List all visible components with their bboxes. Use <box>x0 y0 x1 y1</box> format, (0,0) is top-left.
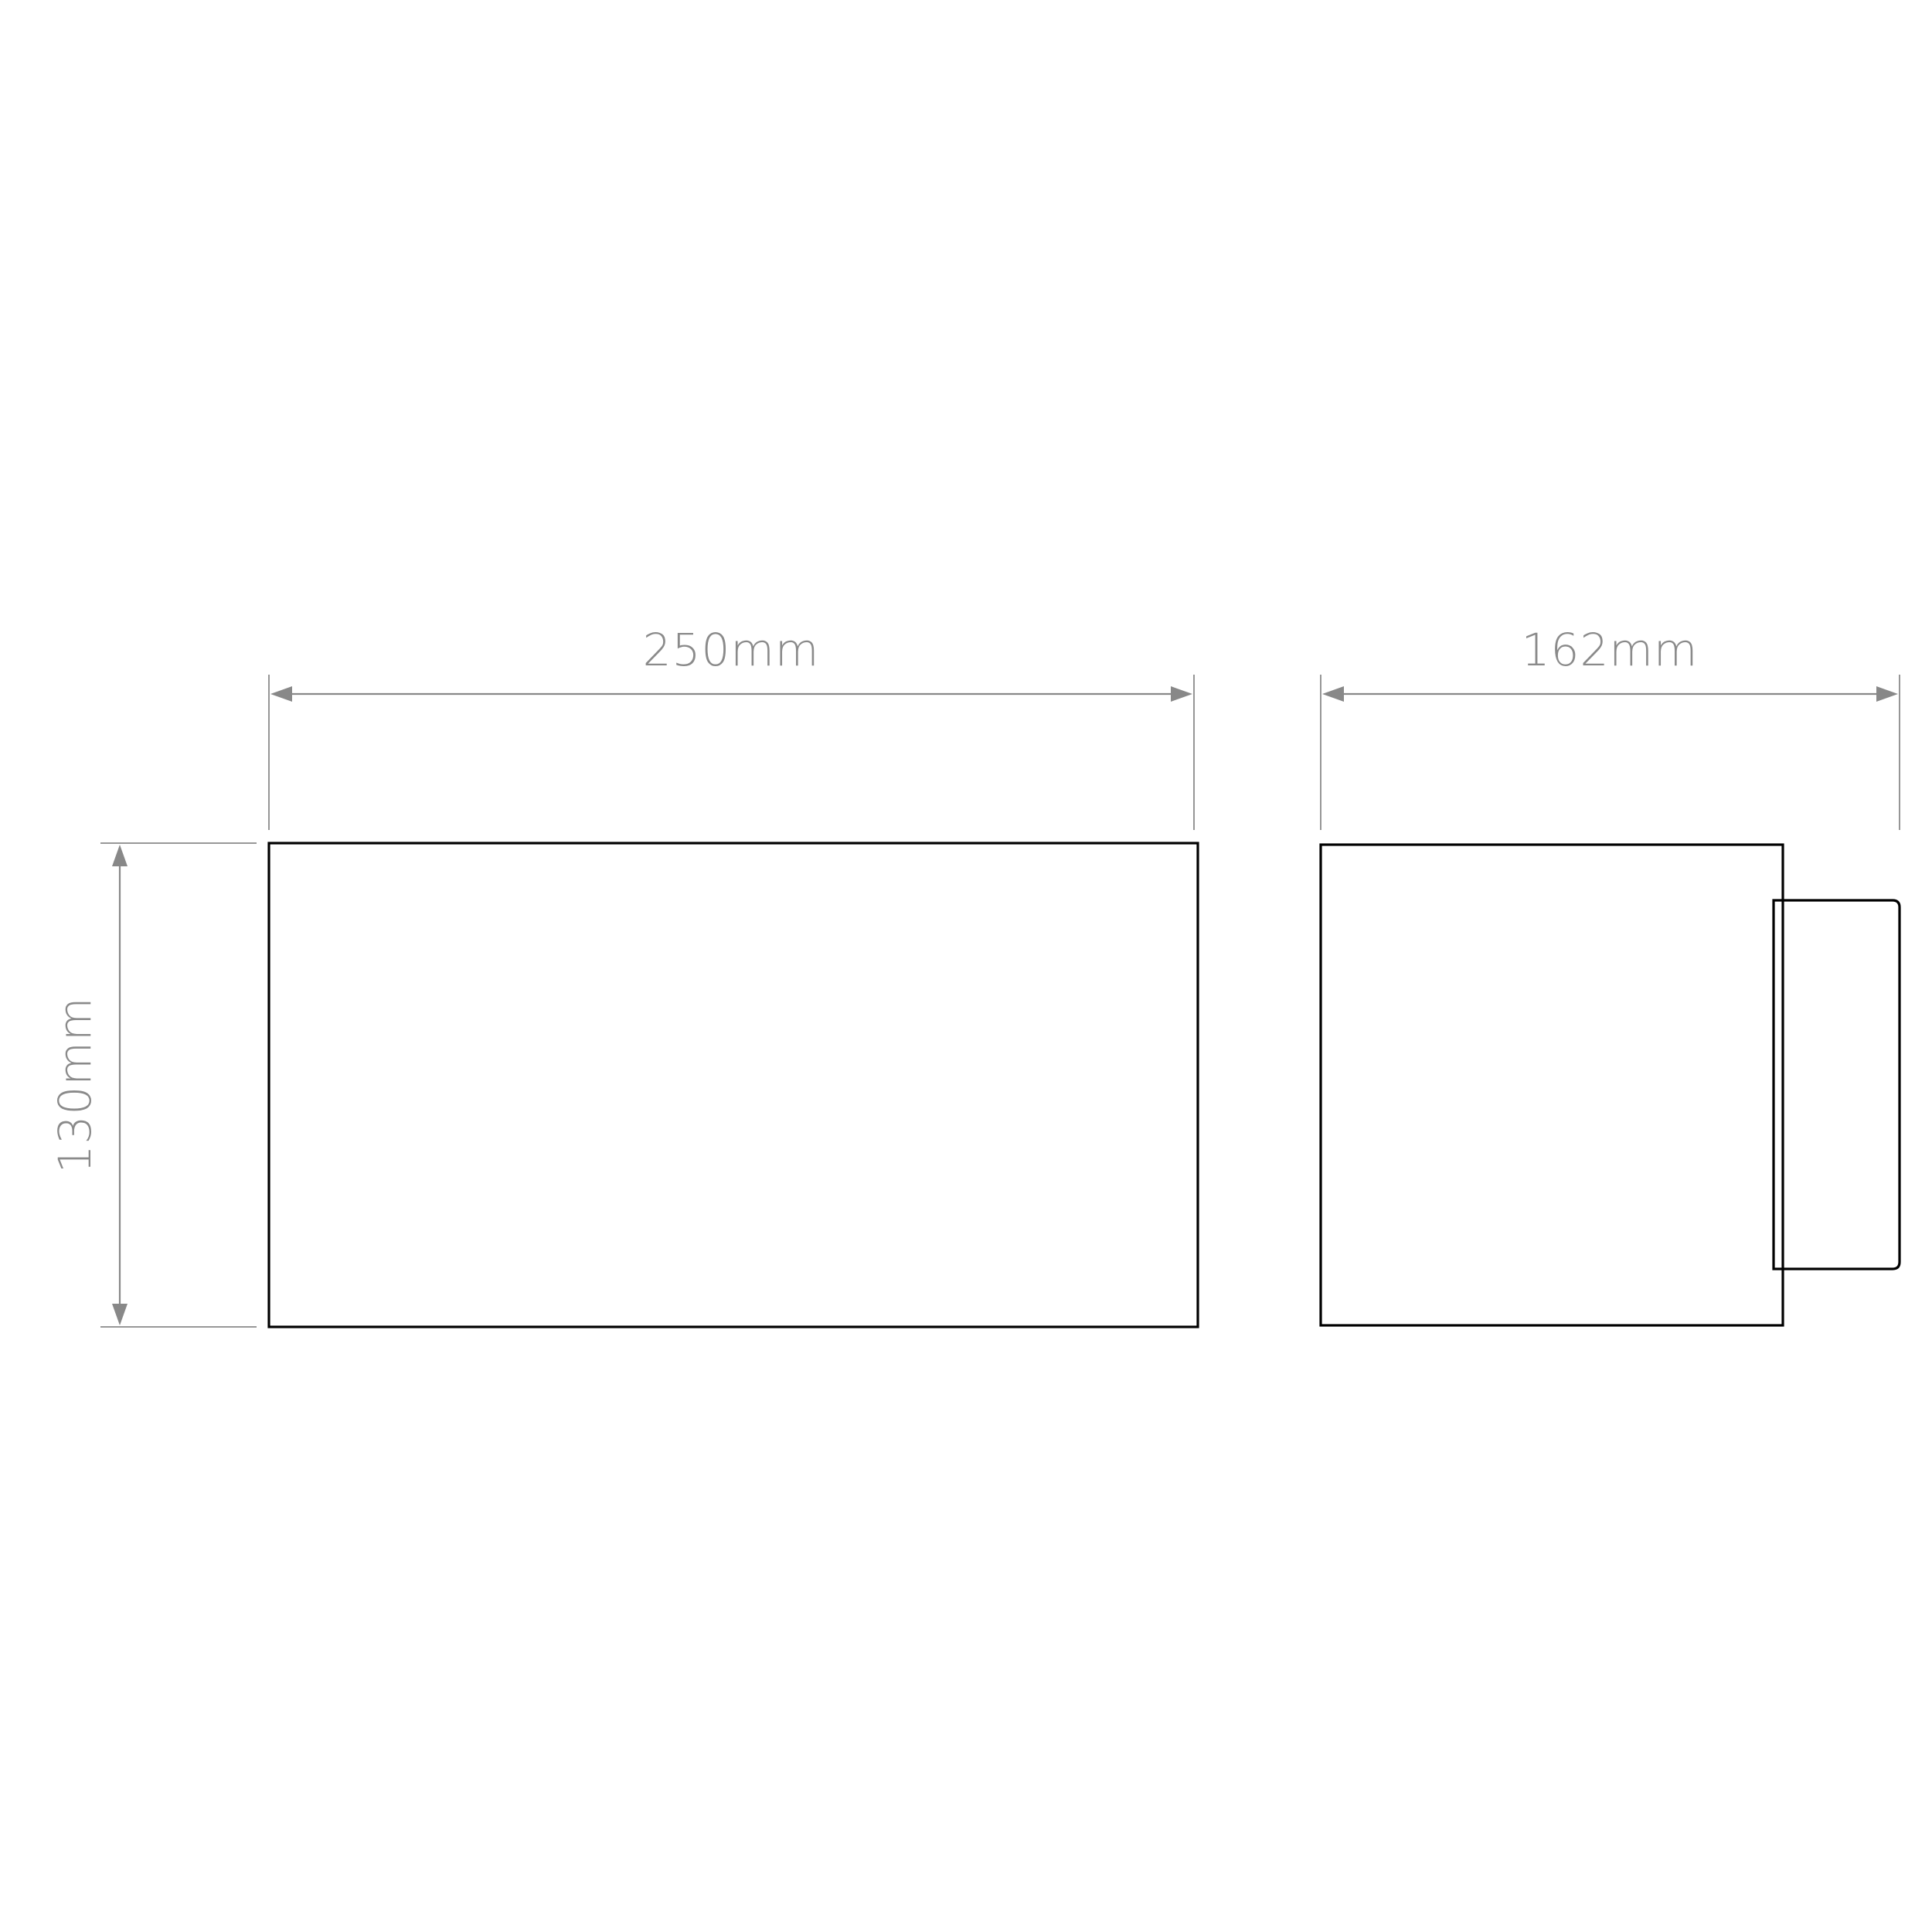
height-label: 130mm <box>49 997 101 1174</box>
side-view <box>1319 843 1901 1327</box>
depth-label: 162mm <box>1522 624 1699 676</box>
width-arrow-left <box>270 686 292 702</box>
depth-arrow-right <box>1876 686 1898 702</box>
width-label: 250mm <box>643 624 820 676</box>
depth-dimension: 162mm <box>1320 624 1900 830</box>
side-view-mounting-plate-outline <box>1772 899 1901 1270</box>
side-view-body-outline <box>1319 843 1784 1327</box>
height-arrow-top <box>112 845 128 866</box>
front-view-outline <box>267 842 1199 1328</box>
height-arrow-bottom <box>112 1304 128 1325</box>
front-view <box>267 842 1199 1328</box>
depth-arrow-left <box>1322 686 1344 702</box>
width-dimension: 250mm <box>268 624 1195 830</box>
height-dimension: 130mm <box>49 842 257 1328</box>
width-arrow-right <box>1171 686 1192 702</box>
